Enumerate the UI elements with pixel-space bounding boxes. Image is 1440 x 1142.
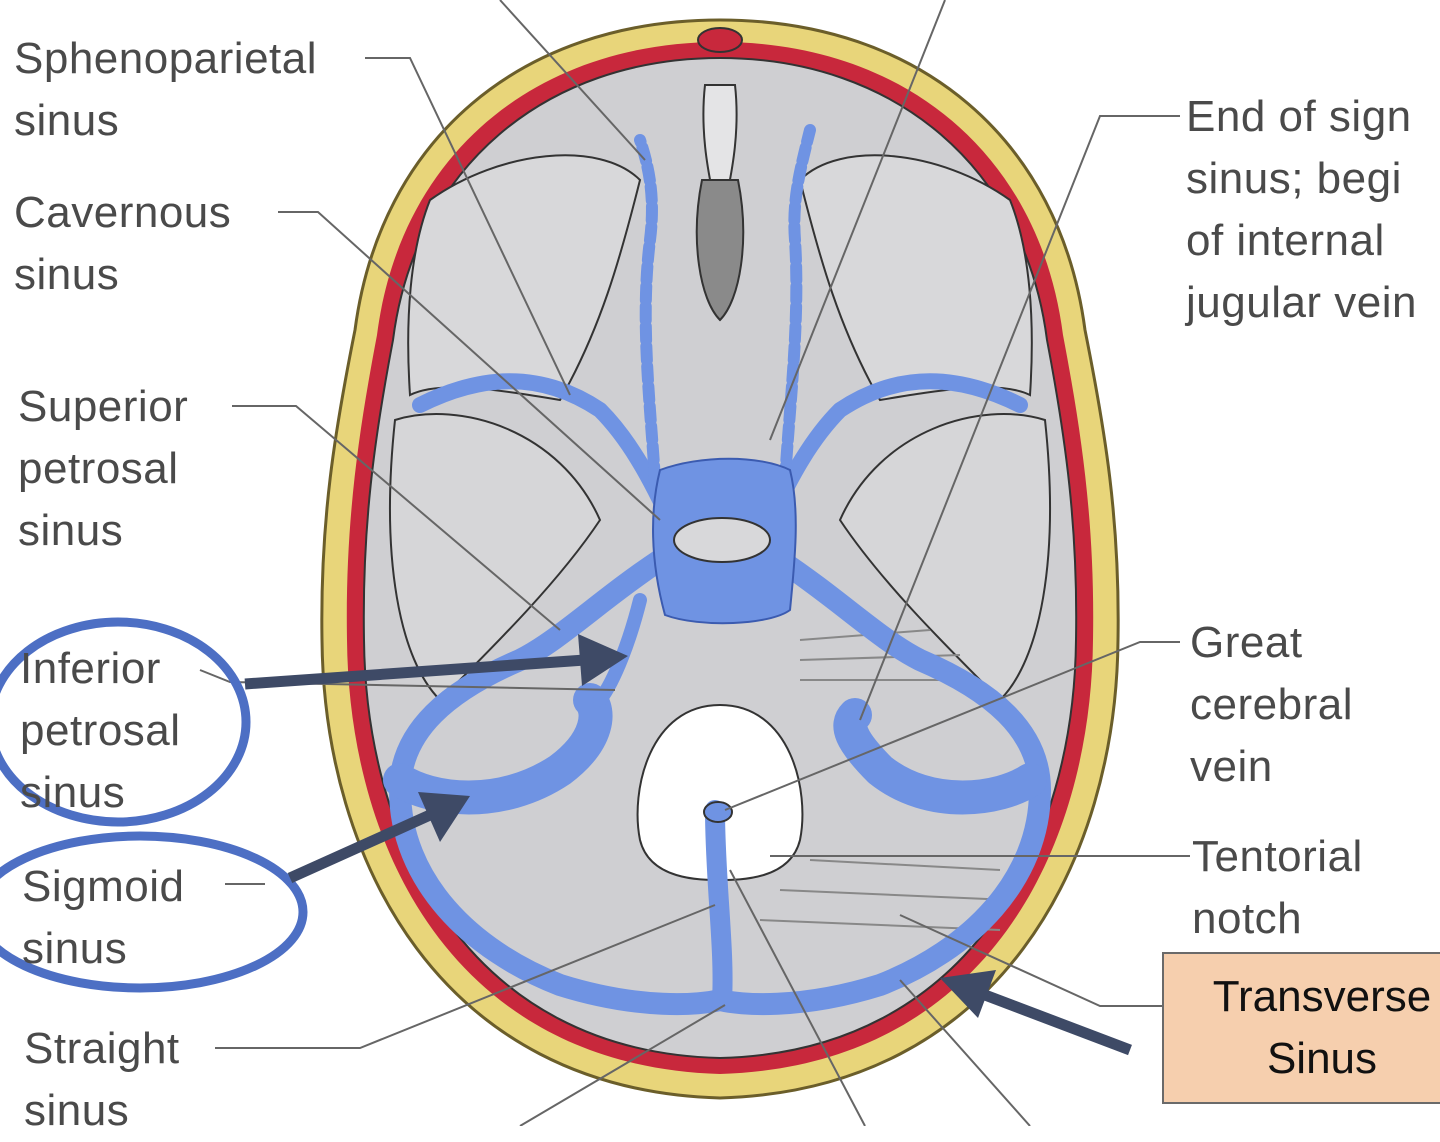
leader-sphenoparietal [365, 57, 571, 396]
middle-fossa-left [389, 413, 602, 702]
label-cavernous-sinus: Cavernous sinus [14, 188, 232, 299]
highlight-circle-sigmoid [0, 831, 308, 993]
highlight-circle-inferior-petrosal [0, 617, 251, 827]
leader-end-sigmoid [859, 115, 1180, 721]
venous-sinuses [383, 124, 1051, 1016]
sphenoparietal-sinus-left [412, 373, 668, 508]
sigmoid-sinus-right [833, 698, 1047, 815]
label-straight-sinus: Straight sinus [24, 1024, 180, 1135]
label-superior-petrosal-sinus: Superior petrosal sinus [18, 382, 189, 555]
label-end-of-sigmoid-sinus: End of sign sinus; begi of internal jugu… [1186, 92, 1418, 327]
leader-bottom-3 [899, 979, 1031, 1126]
leader-lines [199, 0, 1190, 1126]
leader-superior-petrosal [232, 405, 561, 631]
leader-inferior-petrosal [199, 669, 616, 691]
falx-cerebri-front [702, 84, 738, 191]
crista-galli [697, 27, 743, 53]
transverse-sinus-callout [1162, 952, 1440, 1104]
leader-great-cerebral [724, 641, 1180, 811]
tentorium-lines [759, 629, 1011, 931]
leader-transverse [899, 914, 1162, 1007]
straight-sinus [705, 800, 733, 1010]
sella-turcica [673, 517, 771, 563]
ophthalmic-vein-right [779, 124, 816, 486]
leader-bottom-1 [519, 1004, 726, 1126]
label-inferior-petrosal-sinus: Inferior petrosal sinus [20, 644, 181, 817]
leader-cavernous [278, 211, 661, 521]
middle-fossa-right [838, 413, 1051, 702]
sphenoparietal-sinus-right [772, 373, 1028, 508]
olfactory-groove [695, 179, 745, 322]
annotation-arrows [244, 634, 1132, 1056]
great-cerebral-vein [703, 801, 733, 823]
leader-top-right [769, 0, 946, 441]
label-sphenoparietal-sinus: Sphenoparietal sinus [14, 34, 318, 145]
leader-top-left [499, 0, 646, 161]
label-sigmoid-sinus: Sigmoid sinus [22, 862, 185, 973]
leader-straight [215, 904, 716, 1049]
sigmoid-sinus-left [383, 683, 613, 815]
leader-bottom-2 [729, 869, 866, 1126]
label-tentorial-notch: Tentorial notch [1192, 832, 1363, 943]
label-great-cerebral-vein: Great cerebral vein [1190, 618, 1353, 791]
label-transverse-sinus: Transverse Sinus [1212, 972, 1432, 1083]
ophthalmic-vein-left [634, 134, 661, 486]
